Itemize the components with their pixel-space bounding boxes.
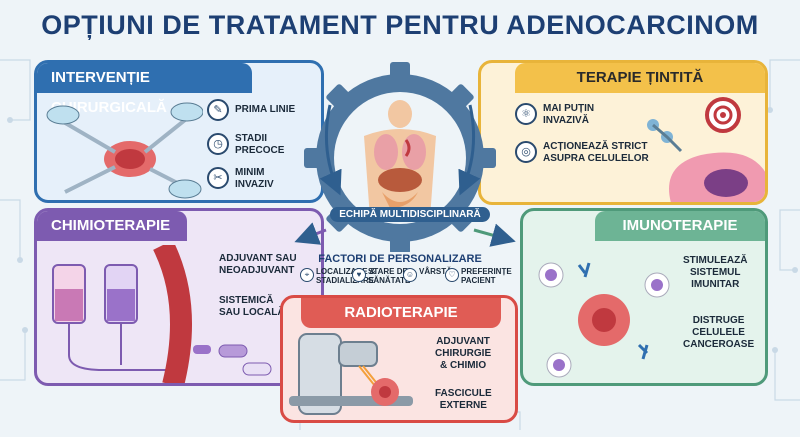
team-label: ECHIPĂ MULTIDISCIPLINARĂ <box>330 207 490 222</box>
targeted-item-2: ACȚIONEAZĂ STRICT ASUPRA CELULELOR <box>543 141 649 164</box>
surgery-title: INTERVENȚIE CHIRURGICALĂ <box>37 63 252 116</box>
immuno-panel: IMUNOTERAPIE STIMULEAZĂ SISTEMUL IMUNITA… <box>520 208 768 386</box>
heart-icon: ♥ <box>352 268 366 282</box>
factor-3: VÂRSTĂ <box>419 267 452 276</box>
surgery-illustration <box>46 102 203 199</box>
person-icon: ☺ <box>403 268 417 282</box>
targeted-title: TERAPIE ȚINTITĂ <box>515 63 765 93</box>
pill-icon <box>218 344 272 376</box>
factor-2: STARE DE SĂNĂTATE <box>368 267 411 285</box>
surgery-item-2: STADII PRECOCE <box>235 133 285 156</box>
chemo-panel: CHIMIOTERAPIE ADJUVANT SAU NEOADJUVANT S… <box>34 208 324 386</box>
map-pin-icon: ⌖ <box>300 268 314 282</box>
scalpel-icon: ✎ <box>207 99 229 121</box>
radio-title: RADIOTERAPIE <box>301 298 501 328</box>
forceps-icon: ✂ <box>207 167 229 189</box>
targeted-panel: TERAPIE ȚINTITĂ ⚛ MAI PUȚIN INVAZIVĂ ◎ A… <box>478 60 768 205</box>
radio-panel: RADIOTERAPIE ADJUVANT CHIRURGIE & CHIMIO… <box>280 295 518 423</box>
molecule-icon: ⚛ <box>515 103 537 125</box>
surgery-item-3: MINIM INVAZIV <box>235 167 274 190</box>
targeted-item-1: MAI PUȚIN INVAZIVĂ <box>543 103 595 126</box>
clock-icon: ◷ <box>207 133 229 155</box>
radio-item-1: ADJUVANT CHIRURGIE & CHIMIO <box>435 336 492 371</box>
handshake-icon: ♡ <box>445 268 459 282</box>
factor-4: PREFERINȚE PACIENT <box>461 267 512 285</box>
radio-item-2: FASCICULE EXTERNE <box>435 388 492 411</box>
immuno-item-1: STIMULEAZĂ SISTEMUL IMUNITAR <box>683 255 748 290</box>
factors-title: FACTORI DE PERSONALIZARE <box>318 253 482 265</box>
radio-illustration <box>289 333 413 415</box>
chemo-item-2: SISTEMICĂ SAU LOCALĂ <box>219 295 285 318</box>
immuno-illustration <box>538 262 670 378</box>
target-cell-icon: ◎ <box>515 141 537 163</box>
immuno-item-2: DISTRUGE CELULELE CANCEROASE <box>683 315 755 350</box>
chemo-item-1: ADJUVANT SAU NEOADJUVANT <box>219 253 297 276</box>
chemo-title: CHIMIOTERAPIE <box>37 211 187 241</box>
immuno-title: IMUNOTERAPIE <box>595 211 765 241</box>
surgery-item-1: PRIMA LINIE <box>235 104 296 115</box>
factor-1: LOCALIZARE & STADIALIZARE <box>316 267 376 285</box>
chemo-illustration <box>52 245 211 383</box>
center-gear <box>304 62 496 252</box>
page-title: OPȚIUNI DE TRATAMENT PENTRU ADENOCARCINO… <box>41 10 759 40</box>
target-illustration <box>647 97 765 202</box>
